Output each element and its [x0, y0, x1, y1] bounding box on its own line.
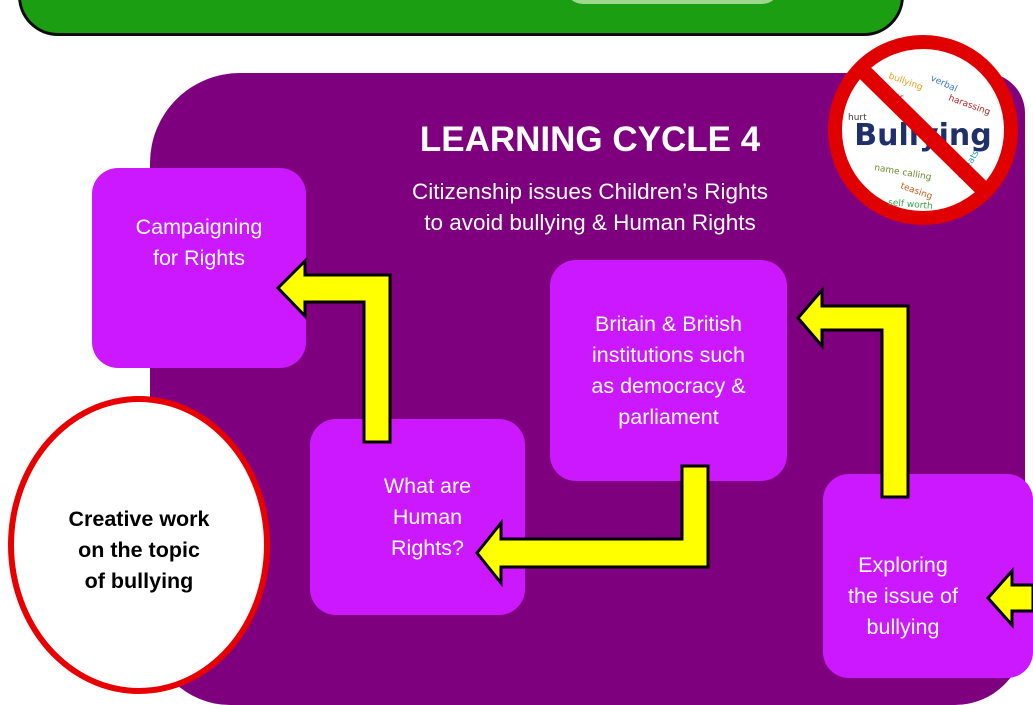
page-subtitle: Citizenship issues Children’s Rights to … [412, 179, 768, 235]
svg-text:self worth: self worth [888, 198, 933, 212]
arrow-into-exploring [985, 567, 1033, 629]
arrow-human-rights-to-campaigning [275, 257, 392, 444]
top-banner-tab [565, 0, 780, 4]
page-title: LEARNING CYCLE 4 [419, 120, 761, 159]
top-banner [18, 0, 904, 36]
arrow-exploring-to-britain [796, 285, 910, 499]
arrow-britain-to-human-rights [475, 464, 710, 588]
creative-work-circle: Creative work on the topic of bullying [8, 396, 270, 694]
step-campaigning-for-rights: Campaigning for Rights [92, 168, 306, 368]
step-what-are-human-rights: What are Human Rights? [310, 419, 525, 615]
step-exploring-bullying: Exploring the issue of bullying [823, 474, 1033, 678]
svg-text:hurt: hurt [848, 113, 867, 123]
step-britain-institutions: Britain & British institutions such as d… [550, 260, 787, 481]
no-bullying-icon: bullying verbal harassing cyber hurt nam… [828, 35, 1018, 225]
